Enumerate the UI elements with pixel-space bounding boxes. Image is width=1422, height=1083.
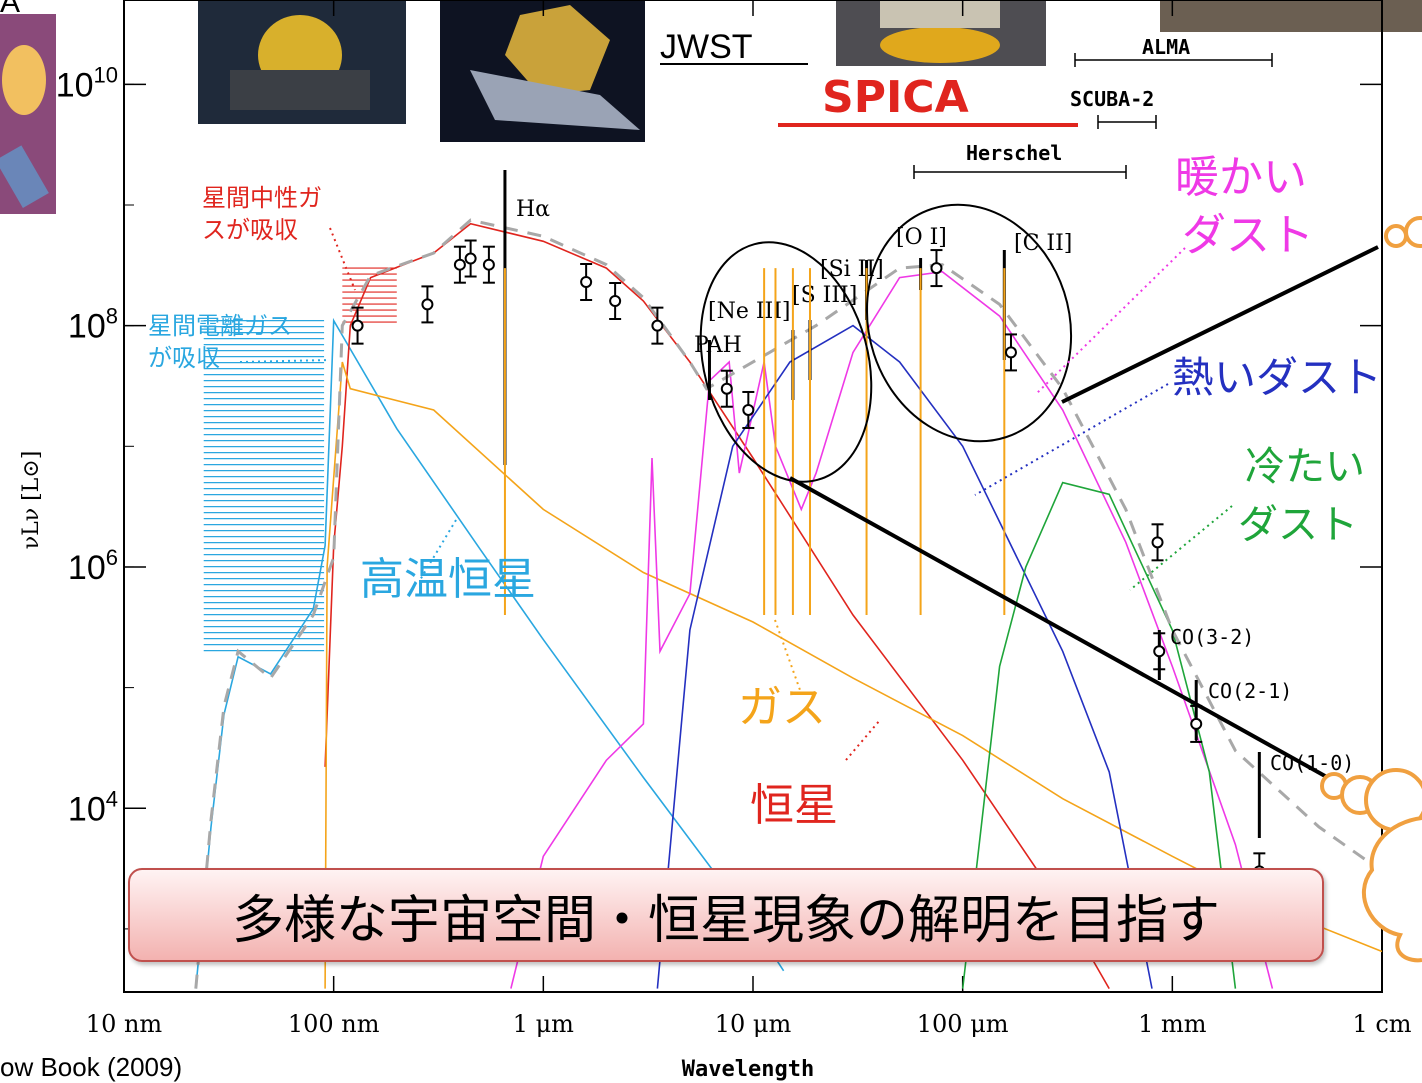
- annotation-neutral-gas-1: 星間中性ガ: [202, 184, 322, 212]
- emission-label-3: [S III]: [792, 283, 857, 308]
- annotation-ionized-gas-2: が吸収: [148, 344, 220, 372]
- observed-point: [1004, 333, 1017, 372]
- observed-point: [720, 369, 733, 408]
- emission-label-0: Hα: [516, 197, 550, 222]
- panel-letter: A: [0, 0, 20, 19]
- annotation-gas: ガス: [738, 682, 826, 733]
- y-tick-label-2: 106: [68, 545, 118, 587]
- x-tick-label-2: 1 μm: [513, 1010, 574, 1038]
- point-marker: [1153, 645, 1166, 658]
- point-marker: [651, 319, 664, 332]
- annotation-cold-dust-1: 冷たい: [1245, 444, 1365, 490]
- series-line-4: [656, 324, 1153, 989]
- spica-image: [836, 0, 1046, 66]
- instrument-herschel: Herschel: [966, 141, 1062, 165]
- series-layer: [194, 218, 1383, 989]
- axis-ticks: [123, 0, 1383, 992]
- observed-point: [580, 262, 593, 301]
- emission-label-5: [O I]: [896, 225, 947, 250]
- x-tick-label-3: 10 μm: [715, 1010, 792, 1038]
- galaxy-image: [0, 14, 56, 214]
- point-marker: [720, 382, 733, 395]
- thought-bubble: [1320, 216, 1422, 963]
- series-line-0: [195, 317, 785, 989]
- series-line-1: [324, 222, 1110, 989]
- ionized-gas-hatch: [203, 320, 325, 652]
- point-marker: [930, 262, 943, 275]
- series-line-5: [961, 481, 1237, 989]
- x-axis-label: Wavelength: [682, 1057, 814, 1082]
- observed-point: [482, 245, 495, 284]
- point-marker: [464, 252, 477, 265]
- alma-image: [1160, 0, 1422, 32]
- x-tick-label-1: 100 nm: [288, 1010, 380, 1038]
- y-tick-label-0: 1010: [56, 62, 118, 104]
- jwst-image: [440, 0, 645, 142]
- point-marker: [453, 258, 466, 271]
- point-marker: [351, 319, 364, 332]
- observed-point: [453, 245, 466, 284]
- y-tick-label-1: 108: [68, 304, 118, 346]
- observed-point: [1151, 523, 1164, 562]
- series-line-6: [194, 218, 1383, 989]
- annotation-ionized-gas-1: 星間電離ガス: [148, 312, 292, 340]
- instrument-bars: [660, 53, 1273, 179]
- instrument-jwst: JWST: [660, 28, 753, 66]
- y-tick-label-3: 104: [68, 786, 118, 828]
- observed-point: [1153, 632, 1166, 671]
- point-marker: [1190, 717, 1203, 730]
- point-marker: [580, 275, 593, 288]
- plot-frame: [123, 0, 1383, 993]
- annotation-stars: 恒星: [750, 780, 838, 831]
- banner: 多様な宇宙空間・恒星現象の解明を目指す: [128, 868, 1324, 962]
- x-tick-label-5: 1 mm: [1138, 1010, 1207, 1038]
- observed-point: [930, 249, 943, 288]
- arrows: [789, 245, 1396, 817]
- instrument-spica: SPICA: [822, 72, 969, 123]
- y-axis-label: νLν [L⊙]: [19, 451, 44, 550]
- instrument-scuba2: SCUBA-2: [1070, 87, 1154, 111]
- observed-point: [351, 306, 364, 345]
- annotation-hot-stars: 高温恒星: [360, 554, 536, 605]
- emission-label-7: CO(3-2): [1170, 625, 1254, 649]
- annotation-hot-dust: 熱いダスト: [1172, 353, 1382, 402]
- neutral-gas-hatch: [342, 267, 397, 323]
- x-tick-label-0: 10 nm: [86, 1010, 163, 1038]
- highlight-ellipses: [699, 203, 1073, 483]
- annotation-cold-dust-2: ダスト: [1238, 502, 1358, 548]
- point-marker: [421, 298, 434, 311]
- credit: ow Book (2009): [0, 1052, 183, 1082]
- x-tick-label-4: 100 μm: [917, 1010, 1009, 1038]
- emission-label-2: [Ne III]: [708, 299, 791, 324]
- tmt-telescope-image: [198, 0, 406, 124]
- point-marker: [742, 403, 755, 416]
- x-tick-label-6: 1 cm: [1352, 1010, 1411, 1038]
- point-marker: [609, 295, 622, 308]
- observed-point: [421, 285, 434, 324]
- annotation-warm-dust-2: ダスト: [1182, 210, 1314, 261]
- observed-point: [651, 306, 664, 345]
- point-marker: [1004, 346, 1017, 359]
- point-marker: [482, 258, 495, 271]
- observed-points: [351, 239, 1266, 891]
- emission-label-8: CO(2-1): [1208, 679, 1292, 703]
- leader-lines: [239, 227, 1233, 761]
- point-marker: [1151, 536, 1164, 549]
- annotation-warm-dust-1: 暖かい: [1175, 152, 1307, 203]
- instrument-alma: ALMA: [1142, 35, 1190, 59]
- observed-point: [742, 390, 755, 429]
- observed-point: [609, 282, 622, 321]
- observed-point: [464, 239, 477, 278]
- annotation-neutral-gas-2: スが吸収: [202, 216, 298, 244]
